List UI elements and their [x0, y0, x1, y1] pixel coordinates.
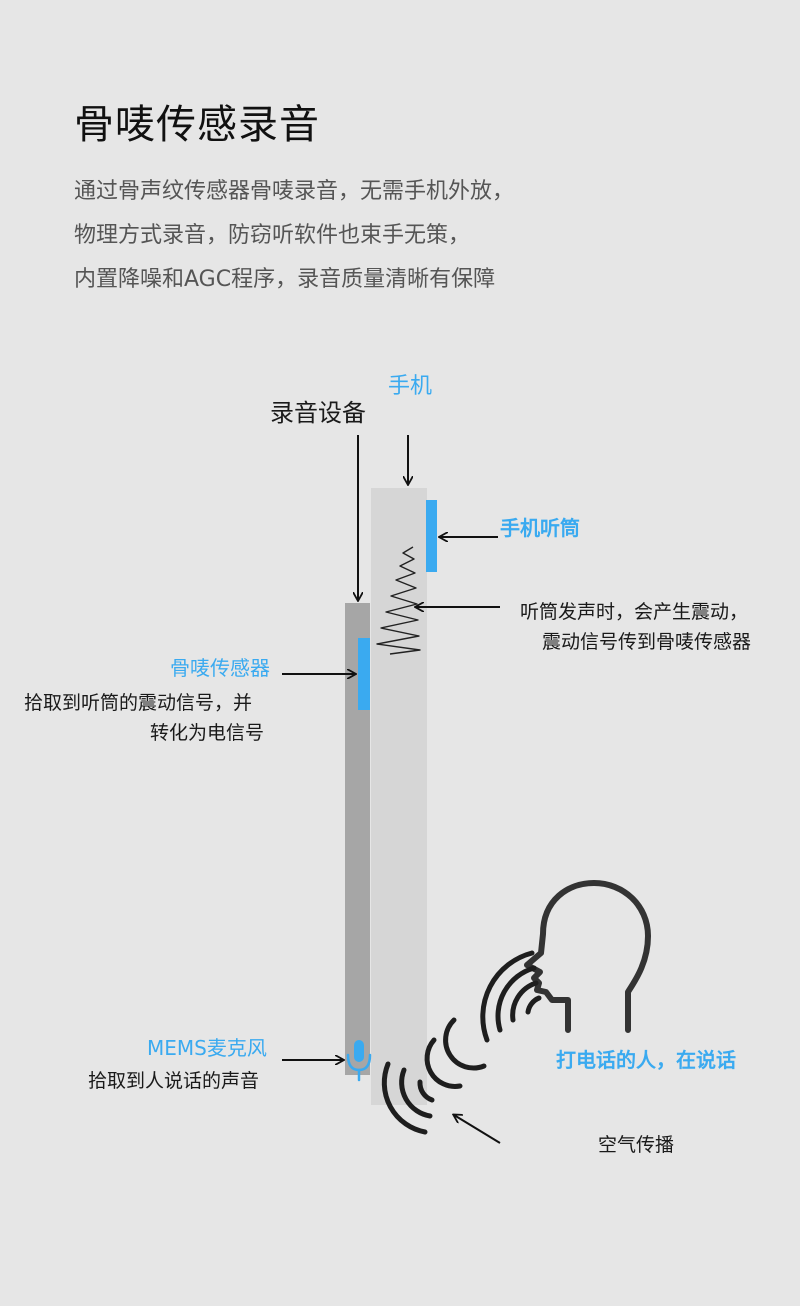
description-line: 通过骨声纹传感器骨唛录音，无需手机外放，	[74, 179, 515, 204]
label-bone-sensor: 骨唛传感器	[170, 656, 270, 680]
label-bone-sensor-desc1: 拾取到听筒的震动信号，并	[24, 692, 253, 714]
label-bone-sensor-desc2: 转化为电信号	[150, 722, 265, 744]
label-mems-desc: 拾取到人说话的声音	[88, 1070, 260, 1092]
label-caller: 打电话的人，在说话	[556, 1048, 736, 1072]
description-line: 内置降噪和AGC程序，录音质量清晰有保障	[74, 267, 496, 292]
sound-wave-icon	[381, 950, 542, 1135]
label-air-propagation: 空气传播	[598, 1134, 675, 1156]
page-title: 骨唛传感录音	[74, 102, 320, 148]
arrow-air-propagation	[454, 1115, 501, 1144]
description: 通过骨声纹传感器骨唛录音，无需手机外放， 物理方式录音，防窃听软件也束手无策， …	[74, 170, 514, 302]
phone-body	[371, 488, 427, 1105]
label-vibration-line2: 震动信号传到骨唛传感器	[542, 631, 752, 653]
phone-receiver-bar	[426, 500, 437, 572]
label-phone: 手机	[388, 374, 433, 399]
person-head-icon	[524, 880, 651, 1033]
microphone-icon	[346, 1040, 372, 1082]
bone-sensor-bar	[358, 638, 370, 710]
label-vibration-line1: 听筒发声时，会产生震动，	[520, 601, 749, 623]
label-mems-mic: MEMS麦克风	[147, 1036, 267, 1060]
description-line: 物理方式录音，防窃听软件也束手无策，	[74, 223, 471, 248]
vibration-spring-icon	[376, 546, 421, 655]
label-recording-device: 录音设备	[270, 399, 366, 427]
label-phone-receiver: 手机听筒	[500, 516, 580, 540]
